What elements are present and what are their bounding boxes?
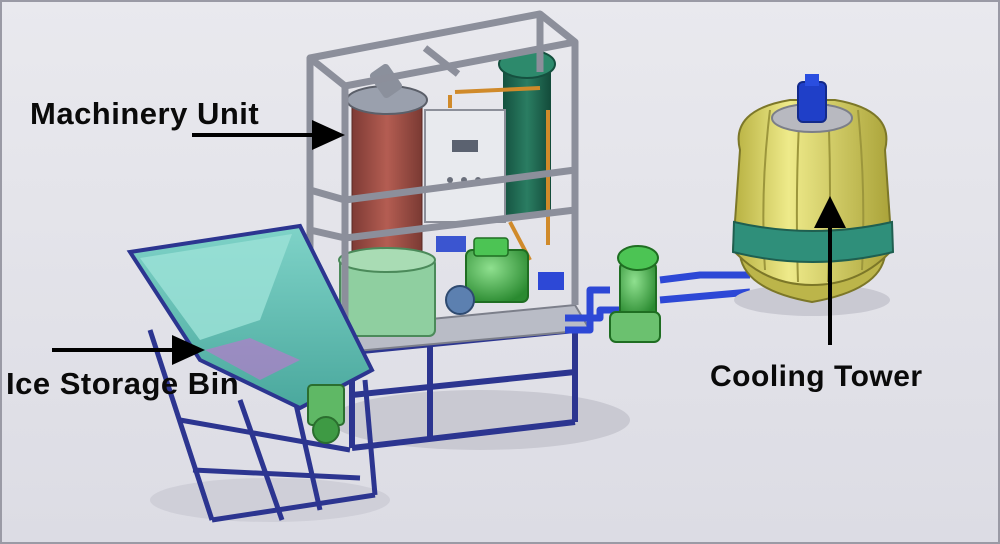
machinery-unit [306,10,592,451]
control-display [452,140,478,152]
ice-storage-bin [126,223,378,523]
control-box [424,109,506,223]
bin-frame [147,329,378,523]
cooling-tower-arrowhead [814,196,846,228]
main-pump-head [473,237,509,257]
machinery-unit-label: Machinery Unit [30,96,260,131]
tower-band [731,220,895,263]
control-knob [447,177,453,183]
tower-fan-motor-top [805,74,819,86]
bin-inner-wall [140,234,292,340]
bin-ice [205,338,300,380]
base-compressor-top [338,247,436,273]
cooling-tower-label: Cooling Tower [710,360,923,393]
machinery-shadow [330,390,630,450]
small-motor [445,285,475,315]
callout-arrows [52,120,846,365]
blue-valve [436,236,466,252]
tower-fan-motor [797,81,827,123]
water-piping [565,271,751,334]
main-pump [465,249,529,303]
machinery-arrowhead [312,120,345,150]
ice-bin-arrowhead [172,335,205,365]
blue-valve [538,272,564,290]
bin-discharge-wheel [312,416,340,444]
machinery-frame [306,10,579,352]
ice-storage-bin-label: Ice Storage Bin [6,366,240,401]
circulation-pump [609,245,661,343]
cooling-tower-unit [731,74,895,316]
